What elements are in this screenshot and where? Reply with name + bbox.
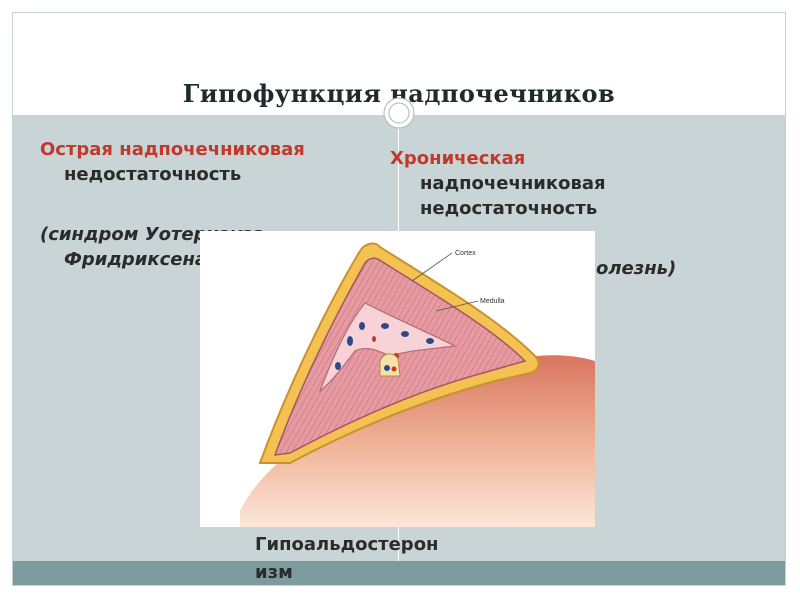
figure-label-cortex: Cortex bbox=[455, 250, 476, 257]
right-heading-line1: Хроническая bbox=[390, 148, 526, 169]
bottom-label-line1: Гипоальдостерон bbox=[255, 534, 439, 555]
right-heading-line2: надпочечниковая bbox=[420, 173, 606, 194]
bottom-bar bbox=[13, 561, 785, 585]
adrenal-gland-figure: Cortex Medulla bbox=[200, 231, 595, 527]
adrenal-gland-illustration: Cortex Medulla bbox=[240, 242, 595, 527]
right-disease-fragment: олезнь) bbox=[596, 258, 677, 279]
bottom-label-line2: изм bbox=[255, 562, 293, 583]
left-heading-line1: Острая надпочечниковая bbox=[40, 139, 305, 160]
slide-frame bbox=[12, 12, 786, 586]
right-heading-line3: недостаточность bbox=[420, 198, 598, 219]
left-heading-line2: недостаточность bbox=[64, 164, 242, 185]
left-syndrome-line2: Фридриксена) bbox=[64, 249, 216, 270]
circle-ornament-icon bbox=[383, 97, 415, 129]
figure-label-medulla: Medulla bbox=[480, 298, 505, 305]
